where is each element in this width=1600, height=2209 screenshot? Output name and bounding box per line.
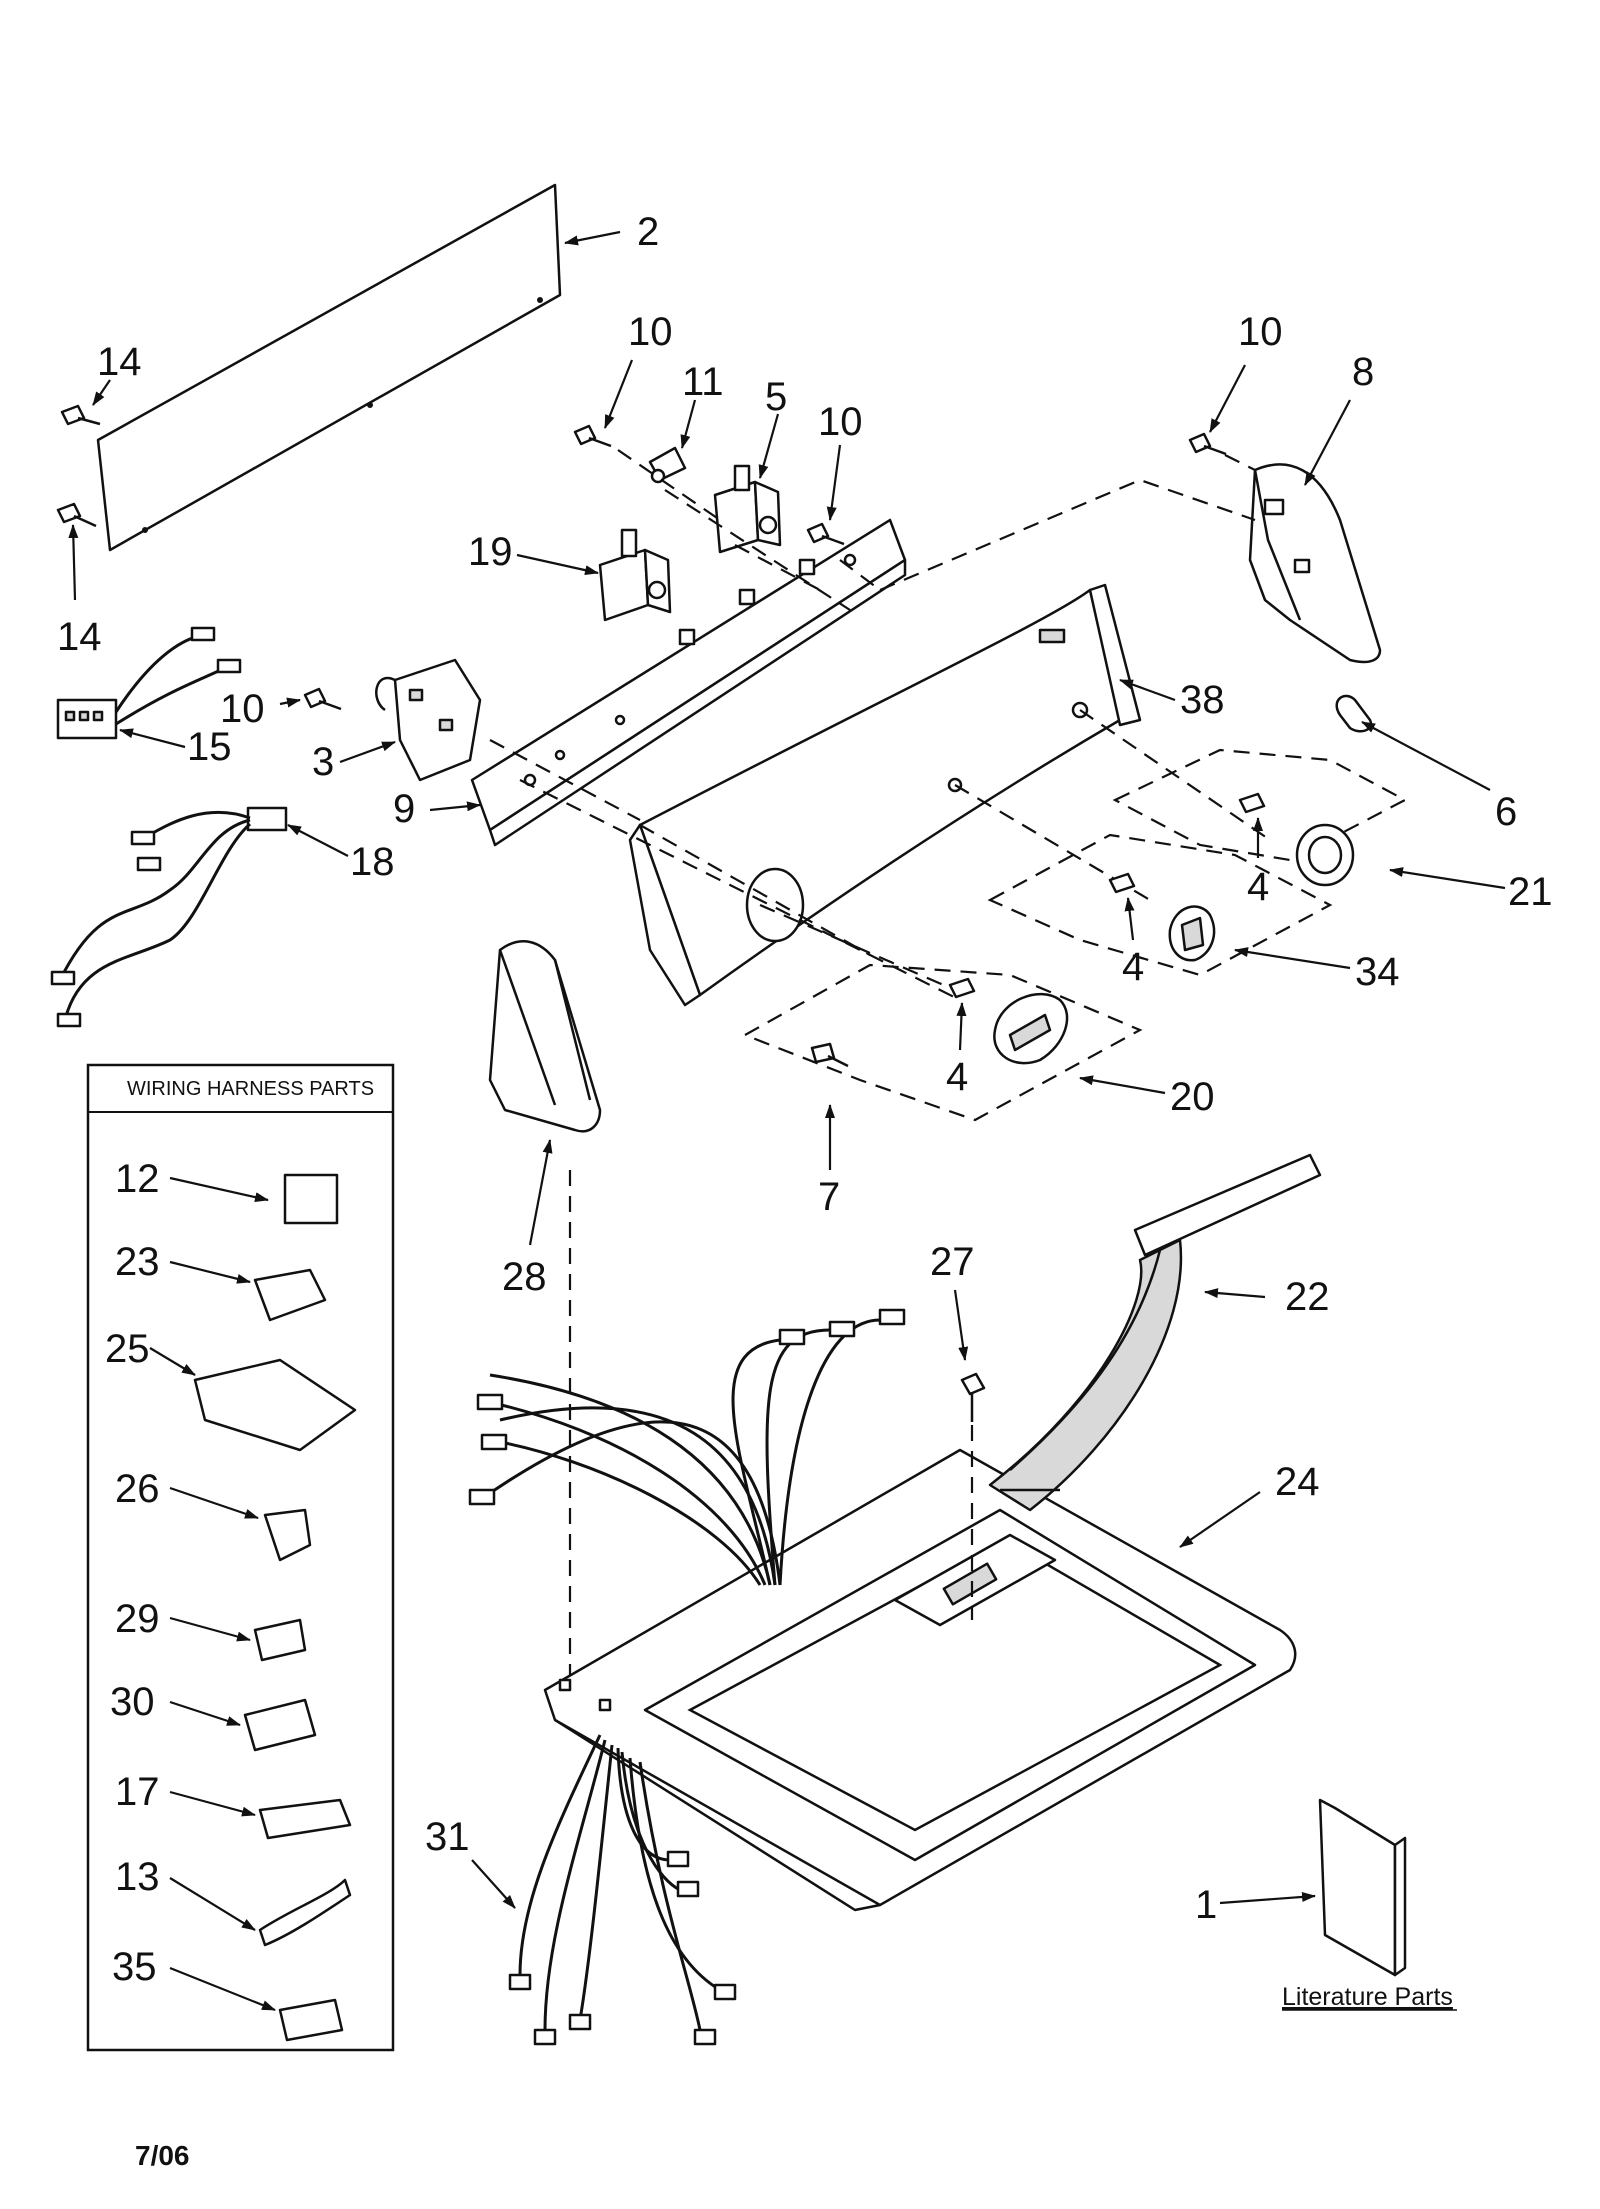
clip-part-4-a bbox=[948, 977, 976, 999]
callout-29: 29 bbox=[115, 1597, 160, 1641]
callout-13: 13 bbox=[115, 1855, 160, 1899]
callout-2: 2 bbox=[637, 210, 659, 254]
clip-part-4-b bbox=[1108, 872, 1136, 894]
rear-panel-part-2 bbox=[96, 183, 562, 552]
callout-1: 1 bbox=[1195, 1883, 1217, 1927]
screw-part-14-lower bbox=[56, 502, 97, 528]
clip-part-4-c bbox=[1238, 792, 1266, 814]
callout-4-b: 4 bbox=[1122, 945, 1144, 989]
callout-26: 26 bbox=[115, 1467, 160, 1511]
screw-part-10-c bbox=[1188, 432, 1227, 456]
callout-5: 5 bbox=[765, 375, 787, 419]
callout-3: 3 bbox=[312, 740, 334, 784]
callout-22: 22 bbox=[1285, 1275, 1330, 1319]
callout-34: 34 bbox=[1355, 950, 1400, 994]
callout-18: 18 bbox=[350, 840, 395, 884]
callout-6: 6 bbox=[1495, 790, 1517, 834]
console-bracket-part-9 bbox=[470, 518, 907, 847]
bracket-part-11 bbox=[648, 446, 687, 484]
literature-parts-label: Literature Parts bbox=[1282, 1983, 1453, 2011]
literature-part-1 bbox=[1318, 1798, 1407, 1977]
wiring-harness-parts-box bbox=[86, 1063, 395, 2052]
callout-20: 20 bbox=[1170, 1075, 1215, 1119]
callout-25: 25 bbox=[105, 1327, 150, 1371]
assembly-lines bbox=[489, 449, 1408, 1680]
end-cap-part-8 bbox=[1248, 463, 1382, 664]
clip-part-6 bbox=[1335, 694, 1373, 733]
callout-7: 7 bbox=[818, 1175, 840, 1219]
callout-21: 21 bbox=[1508, 870, 1553, 914]
top-cover-part-24 bbox=[543, 1448, 1297, 1912]
harness-part-18 bbox=[50, 806, 288, 1028]
callout-38: 38 bbox=[1180, 678, 1225, 722]
knob-part-34 bbox=[1168, 905, 1216, 962]
callout-15: 15 bbox=[187, 725, 232, 769]
callout-35: 35 bbox=[112, 1945, 157, 1989]
callout-19: 19 bbox=[468, 530, 513, 574]
cover-harness-upper bbox=[468, 1308, 906, 1586]
screw-part-27 bbox=[960, 1372, 986, 1422]
timer-part-3 bbox=[375, 658, 482, 782]
callout-27: 27 bbox=[930, 1240, 975, 1284]
knob-part-20 bbox=[993, 992, 1069, 1065]
screw-part-10-d bbox=[303, 687, 342, 711]
callout-17: 17 bbox=[115, 1770, 160, 1814]
leader-lines bbox=[68, 230, 1506, 2012]
wiring-harness-parts-title: WIRING HARNESS PARTS bbox=[127, 1078, 374, 1100]
callout-10-c: 10 bbox=[1238, 310, 1283, 354]
cover-harness-part-31 bbox=[508, 1734, 737, 2046]
callout-31: 31 bbox=[425, 1815, 470, 1859]
screw-part-10-a bbox=[573, 424, 612, 448]
callout-10-a: 10 bbox=[628, 310, 673, 354]
harness-part-15 bbox=[56, 626, 242, 740]
callout-14-lower: 14 bbox=[57, 615, 102, 659]
callout-10-d: 10 bbox=[220, 687, 265, 731]
callout-9: 9 bbox=[393, 787, 415, 831]
callout-10-b: 10 bbox=[818, 400, 863, 444]
callout-8: 8 bbox=[1352, 350, 1374, 394]
callout-4-a: 4 bbox=[946, 1055, 968, 1099]
switch-part-5 bbox=[713, 464, 782, 554]
callout-labels: 2 14 14 10 11 5 10 10 8 19 10 15 3 9 18 … bbox=[57, 210, 1553, 1989]
callout-11: 11 bbox=[682, 360, 724, 404]
callout-28: 28 bbox=[502, 1255, 547, 1299]
screw-part-10-b bbox=[806, 522, 845, 546]
screw-part-7 bbox=[810, 1042, 849, 1068]
console-end-part-28 bbox=[488, 940, 602, 1133]
lint-filter-part-22 bbox=[988, 1153, 1322, 1512]
callout-12: 12 bbox=[115, 1157, 160, 1201]
callout-24: 24 bbox=[1275, 1460, 1320, 1504]
callout-4-c: 4 bbox=[1247, 865, 1269, 909]
callout-14-upper: 14 bbox=[97, 340, 142, 384]
switch-part-19 bbox=[598, 528, 672, 622]
screw-part-14-upper bbox=[60, 404, 101, 426]
date-code: 7/06 bbox=[135, 2140, 190, 2171]
knob-part-21 bbox=[1295, 823, 1355, 887]
callout-30: 30 bbox=[110, 1680, 155, 1724]
callout-23: 23 bbox=[115, 1240, 160, 1284]
